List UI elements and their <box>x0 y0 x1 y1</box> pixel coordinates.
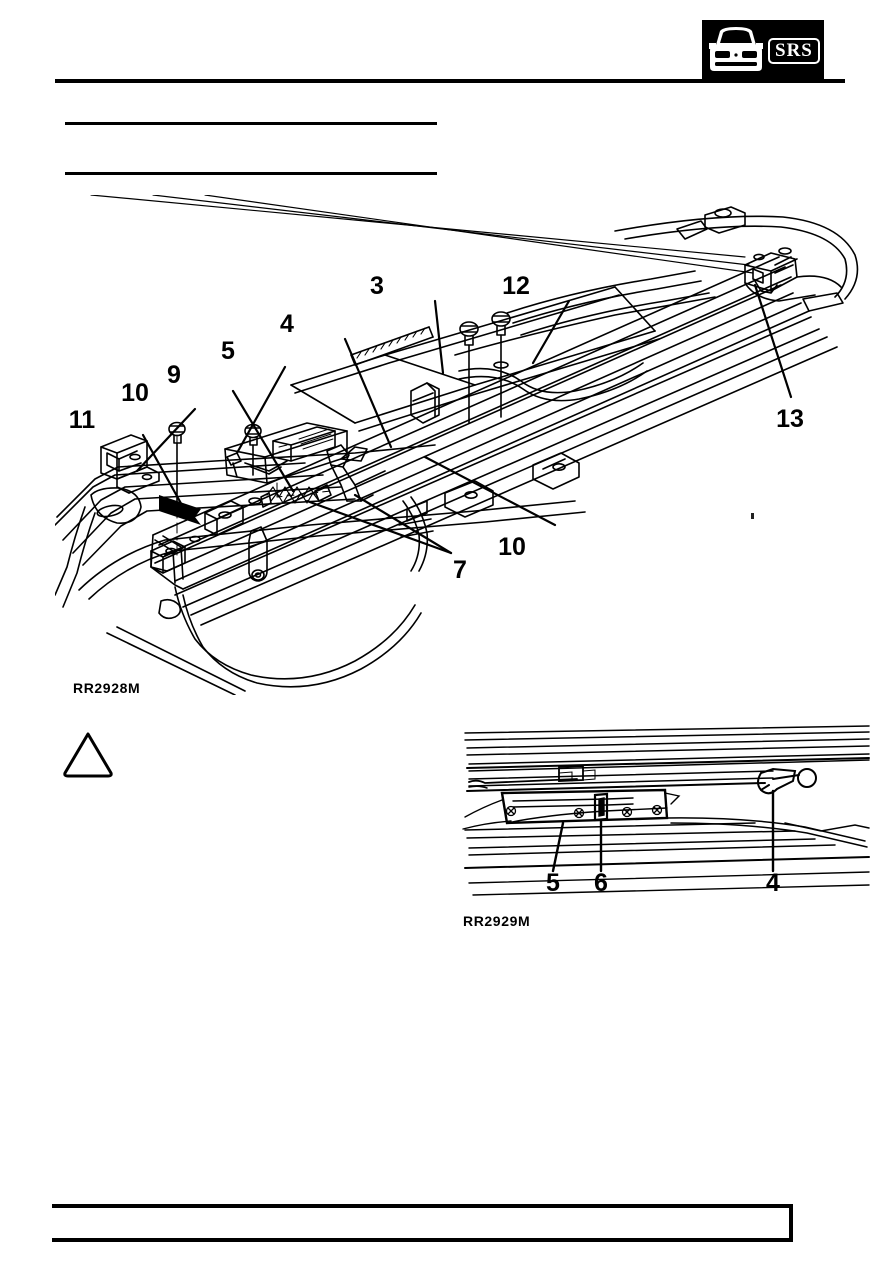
warning-triangle-icon <box>63 732 113 778</box>
callout-5: 5 <box>221 337 235 365</box>
detail-callout-4: 4 <box>766 869 780 897</box>
detail-callout-6: 6 <box>594 869 608 897</box>
callout-7: 7 <box>453 556 467 584</box>
print-artifact <box>751 513 754 519</box>
callout-4: 4 <box>280 310 294 338</box>
callout-group: 3 12 4 5 9 10 11 13 10 7 <box>69 272 804 584</box>
srs-label-box: SRS <box>768 38 820 64</box>
figure-caption-main: RR2928M <box>73 680 141 696</box>
srs-badge: SRS <box>702 20 824 82</box>
callout-3: 3 <box>370 272 384 300</box>
car-front-icon <box>709 27 763 71</box>
detail-callout-5: 5 <box>546 869 560 897</box>
header-rule-main <box>55 79 845 83</box>
footer-rule-bottom <box>52 1238 793 1242</box>
footer-rule-right <box>789 1204 793 1242</box>
callout-10-right: 10 <box>498 533 526 561</box>
figure-headlining-detail: 5 6 4 <box>455 705 875 920</box>
header-rule-tertiary <box>65 172 437 175</box>
callout-13: 13 <box>776 405 804 433</box>
footer-rule-top <box>52 1204 793 1208</box>
callout-12: 12 <box>502 272 530 300</box>
figure-sliding-roof-exploded: 3 12 4 5 9 10 11 13 10 7 <box>55 195 859 695</box>
header-rule-secondary <box>65 122 437 125</box>
srs-label: SRS <box>775 40 813 61</box>
callout-11: 11 <box>69 406 96 434</box>
callout-9: 9 <box>167 361 181 389</box>
figure-caption-detail: RR2929M <box>463 913 531 929</box>
callout-10-left: 10 <box>121 379 149 407</box>
